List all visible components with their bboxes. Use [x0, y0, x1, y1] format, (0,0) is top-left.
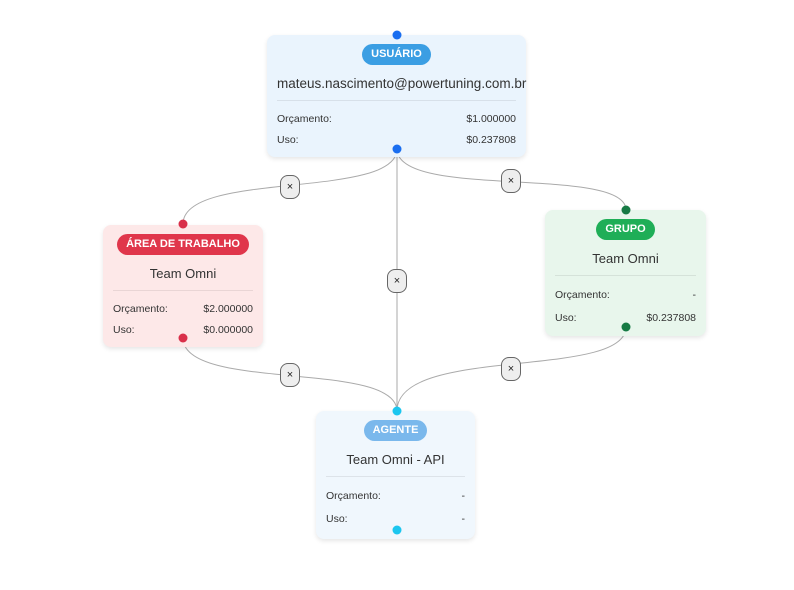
- workspace-name: Team Omni: [149, 266, 217, 281]
- delete-edge-user-agent-button[interactable]: ×: [387, 269, 407, 293]
- divider: [326, 476, 465, 477]
- budget-label: Orçamento:: [113, 303, 168, 315]
- agent-name: Team Omni - API: [346, 452, 445, 467]
- workspace-input-handle[interactable]: [178, 219, 188, 229]
- group-badge: GRUPO: [596, 219, 655, 240]
- usage-row: Uso: -: [326, 508, 465, 531]
- usage-row: Uso: $0.000000: [113, 320, 253, 341]
- usage-value: $0.237808: [466, 134, 516, 146]
- divider: [113, 290, 253, 291]
- agent-badge: AGENTE: [363, 420, 428, 441]
- budget-value: $1.000000: [466, 113, 516, 125]
- user-email: mateus.nascimento@powertuning.com.br: [277, 76, 527, 91]
- usage-value: -: [461, 513, 466, 525]
- workspace-output-handle[interactable]: [178, 333, 188, 343]
- budget-value: $2.000000: [203, 303, 253, 315]
- user-input-handle[interactable]: [392, 30, 402, 40]
- delete-edge-user-workspace-button[interactable]: ×: [280, 175, 300, 199]
- group-input-handle[interactable]: [621, 205, 631, 215]
- usage-row: Uso: $0.237808: [555, 307, 696, 330]
- user-badge: USUÁRIO: [362, 44, 431, 65]
- group-node[interactable]: GRUPO Team Omni Orçamento: - Uso: $0.237…: [545, 210, 706, 336]
- budget-row: Orçamento: -: [555, 284, 696, 307]
- usage-value: $0.000000: [203, 324, 253, 336]
- delete-edge-group-agent-button[interactable]: ×: [501, 357, 521, 381]
- delete-edge-user-group-button[interactable]: ×: [501, 169, 521, 193]
- usage-value: $0.237808: [646, 312, 696, 324]
- usage-label: Uso:: [277, 134, 299, 146]
- divider: [277, 100, 516, 101]
- budget-label: Orçamento:: [326, 490, 381, 502]
- usage-label: Uso:: [113, 324, 135, 336]
- group-name: Team Omni: [592, 251, 659, 266]
- budget-row: Orçamento: $1.000000: [277, 109, 516, 130]
- user-node[interactable]: USUÁRIO mateus.nascimento@powertuning.co…: [267, 35, 526, 157]
- group-output-handle[interactable]: [621, 322, 631, 332]
- agent-input-handle[interactable]: [392, 406, 402, 416]
- divider: [555, 275, 696, 276]
- delete-edge-workspace-agent-button[interactable]: ×: [280, 363, 300, 387]
- usage-label: Uso:: [555, 312, 577, 324]
- budget-row: Orçamento: $2.000000: [113, 299, 253, 320]
- workspace-badge: ÁREA DE TRABALHO: [117, 234, 249, 255]
- usage-row: Uso: $0.237808: [277, 130, 516, 151]
- budget-value: -: [461, 490, 466, 502]
- budget-row: Orçamento: -: [326, 485, 465, 508]
- usage-label: Uso:: [326, 513, 348, 525]
- budget-label: Orçamento:: [555, 289, 610, 301]
- user-output-handle[interactable]: [392, 144, 402, 154]
- budget-value: -: [692, 289, 697, 301]
- budget-label: Orçamento:: [277, 113, 332, 125]
- agent-output-handle[interactable]: [392, 525, 402, 535]
- agent-node[interactable]: AGENTE Team Omni - API Orçamento: - Uso:…: [316, 411, 475, 539]
- workspace-node[interactable]: ÁREA DE TRABALHO Team Omni Orçamento: $2…: [103, 225, 263, 347]
